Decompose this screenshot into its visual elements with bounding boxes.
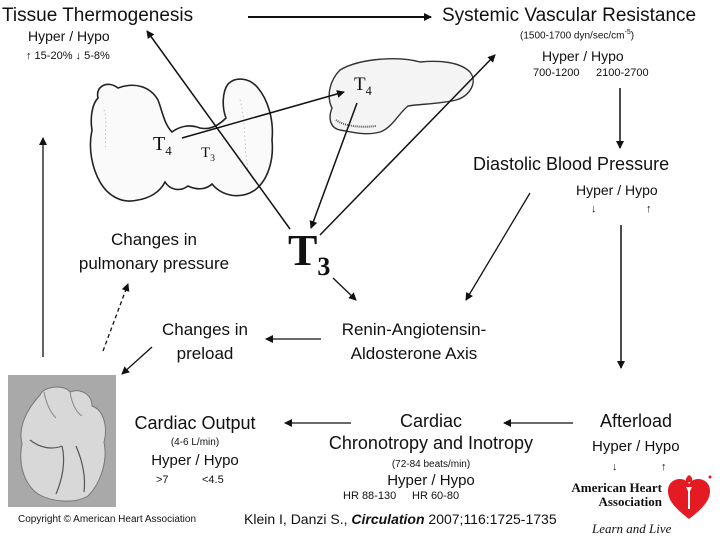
arrow-thyroid-to-liver: [181, 90, 345, 139]
liver-t4-letter: T: [354, 74, 366, 95]
raas-line1: Renin-Angiotensin-: [341, 320, 487, 339]
pulmonary-line2: pulmonary pressure: [78, 254, 230, 273]
svr-hyper-hypo: Hyper / Hypo: [542, 48, 624, 64]
preload-line2: preload: [176, 344, 234, 363]
copyright-notice: Copyright © American Heart Association: [18, 514, 197, 525]
citation-reference: 2007;116:1725-1735: [424, 511, 557, 527]
chronotropy-hyper-hypo: Hyper / Hypo: [387, 472, 475, 489]
heart-illustration: [8, 375, 116, 507]
arrow-t3-to-thermogenesis: [146, 30, 291, 230]
preload-line1: Changes in: [161, 320, 248, 339]
chronotropy-normal: (72-84 beats/min): [391, 459, 471, 470]
chronotropy-hypo-value: HR 60-80: [412, 490, 460, 502]
thyroid-t3-sub: 3: [210, 153, 216, 164]
preload-label: Changes in preload: [146, 318, 264, 366]
afterload-hyper-hypo: Hyper / Hypo: [592, 438, 680, 455]
aha-logo-line2: Association: [598, 494, 662, 509]
citation-journal: Circulation: [351, 511, 425, 527]
svr-normal-text: (1500-1700 dyn/sec/cm: [520, 30, 625, 42]
cardiac-output-hypo-value: <4.5: [202, 474, 224, 486]
dbp-hypo-arrow: ↑: [646, 203, 652, 215]
central-t3: T3: [288, 229, 330, 289]
afterload-hyper-arrow: ↓: [612, 461, 618, 473]
liver-t4-sub: 4: [365, 83, 372, 98]
thyroid-t4-label: T4: [153, 133, 172, 159]
tissue-thermogenesis-values: ↑ 15-20% ↓ 5-8%: [26, 50, 110, 62]
aha-logo-line1: American Heart: [571, 480, 662, 495]
cardiac-output-hyper-value: >7: [156, 474, 169, 486]
aha-heart-torch-icon: [668, 475, 712, 519]
citation: Klein I, Danzi S., Circulation 2007;116:…: [244, 511, 557, 527]
dbp-title: Diastolic Blood Pressure: [473, 154, 670, 174]
thyroid-illustration: [89, 78, 274, 202]
cardiac-output-normal: (4-6 L/min): [170, 437, 220, 448]
thyroid-t3-letter: T: [201, 145, 211, 161]
pulmonary-pressure-label: Changes in pulmonary pressure: [64, 228, 244, 276]
svr-normal-range: (1500-1700 dyn/sec/cm-5): [520, 29, 634, 41]
dbp-hyper-hypo: Hyper / Hypo: [576, 182, 658, 198]
cardiac-output-hyper-hypo: Hyper / Hypo: [151, 452, 239, 469]
central-t3-sub: 3: [317, 251, 331, 281]
thyroid-t4-letter: T: [153, 133, 166, 155]
tissue-thermogenesis-title: Tissue Thermogenesis: [2, 5, 194, 26]
svr-hyper-value: 700-1200: [533, 67, 580, 79]
svr-title: Systemic Vascular Resistance: [442, 5, 697, 26]
citation-authors: Klein I, Danzi S.,: [244, 511, 352, 527]
aha-tagline: Learn and Live: [592, 521, 672, 536]
chronotropy-hyper-value: HR 88-130: [343, 490, 397, 502]
thyroid-t4-sub: 4: [165, 143, 172, 158]
pulmonary-line1: Changes in: [110, 230, 197, 249]
liver-illustration: [328, 58, 474, 135]
raas-label: Renin-Angiotensin- Aldosterone Axis: [324, 318, 504, 366]
central-t3-letter: T: [288, 226, 318, 275]
afterload-title: Afterload: [600, 411, 673, 431]
svr-normal-close: ): [630, 30, 635, 42]
thyroid-t3-label: T3: [201, 145, 215, 164]
arrow-t3-to-raas: [332, 277, 357, 301]
arrow-preload-to-heart: [121, 346, 153, 375]
svr-normal-exponent: -5: [624, 29, 631, 36]
tissue-thermogenesis-hyper-hypo: Hyper / Hypo: [28, 28, 110, 44]
liver-t4-label: T4: [354, 74, 372, 99]
chronotropy-line2: Chronotropy and Inotropy: [328, 433, 534, 453]
raas-line2: Aldosterone Axis: [350, 344, 478, 363]
aha-logo-text: American Heart Association: [562, 481, 662, 509]
dbp-hyper-arrow: ↓: [591, 203, 597, 215]
chronotropy-line1: Cardiac: [399, 411, 463, 431]
aha-logo: American Heart Association Learn and Liv…: [562, 473, 720, 536]
arrow-t3-to-svr: [319, 54, 496, 236]
arrow-heart-to-pulmonary-dashed: [102, 283, 130, 352]
afterload-hypo-arrow: ↑: [661, 461, 667, 473]
cardiac-output-title: Cardiac Output: [134, 413, 256, 433]
arrow-liver-to-t3: [309, 102, 358, 229]
arrow-dbp-to-raas: [465, 192, 531, 301]
svr-hypo-value: 2100-2700: [596, 67, 649, 79]
chronotropy-label: Cardiac Chronotropy and Inotropy: [300, 410, 562, 454]
